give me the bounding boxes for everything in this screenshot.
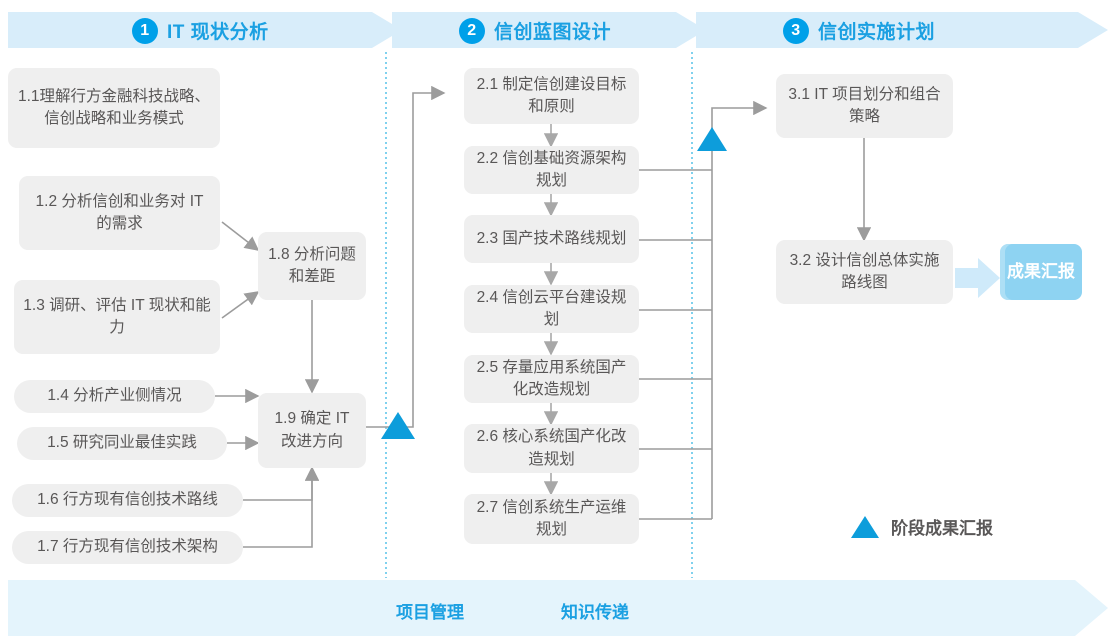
footer-label-knowledge-transfer: 知识传递 xyxy=(561,603,629,622)
node-3-1[interactable]: 3.1 IT 项目划分和组合策略 xyxy=(776,74,953,138)
node-1-8[interactable]: 1.8 分析问题和差距 xyxy=(258,232,366,300)
edge-1-3-to-1-8 xyxy=(221,291,260,319)
phase-title-3: 信创实施计划 xyxy=(818,22,936,43)
node-1-6[interactable]: 1.6 行方现有信创技术路线 xyxy=(12,484,243,517)
phase-header-3: 3 信创实施计划 xyxy=(783,17,935,44)
legend-milestone: 阶段成果汇报 xyxy=(851,514,993,539)
node-1-9[interactable]: 1.9 确定 IT 改进方向 xyxy=(258,393,366,468)
phase2-collector-bus xyxy=(639,100,768,520)
node-2-7[interactable]: 2.7 信创系统生产运维规划 xyxy=(464,494,639,544)
edge-1-2-to-1-8 xyxy=(221,221,260,251)
phase-header-2: 2 信创蓝图设计 xyxy=(459,17,611,44)
phase-title-1: IT 现状分析 xyxy=(167,22,269,43)
phase-number-3: 3 xyxy=(783,17,809,44)
milestone-triangle-phase2 xyxy=(697,127,727,151)
node-2-2[interactable]: 2.2 信创基础资源架构规划 xyxy=(464,146,639,194)
milestone-triangle-icon xyxy=(851,515,879,538)
node-1-5[interactable]: 1.5 研究同业最佳实践 xyxy=(17,427,227,460)
edge-1-6-to-1-9 xyxy=(243,466,320,501)
node-2-3[interactable]: 2.3 国产技术路线规划 xyxy=(464,215,639,263)
result-arrow-icon xyxy=(955,258,1000,298)
node-2-5[interactable]: 2.5 存量应用系统国产化改造规划 xyxy=(464,355,639,403)
node-1-2[interactable]: 1.2 分析信创和业务对 IT 的需求 xyxy=(19,176,220,250)
node-3-2[interactable]: 3.2 设计信创总体实施路线图 xyxy=(776,240,953,304)
phase-number-2: 2 xyxy=(459,17,485,44)
result-badge[interactable]: 成果汇报 xyxy=(1000,244,1082,300)
edge-1-7-to-1-9 xyxy=(243,466,320,548)
footer-label-project-management: 项目管理 xyxy=(396,603,464,622)
node-2-1[interactable]: 2.1 制定信创建设目标和原则 xyxy=(464,68,639,124)
phase-number-1: 1 xyxy=(132,17,158,44)
node-1-4[interactable]: 1.4 分析产业侧情况 xyxy=(14,380,215,413)
node-1-1[interactable]: 1.1理解行方金融科技战略、信创战略和业务模式 xyxy=(8,68,220,148)
legend-label: 阶段成果汇报 xyxy=(891,519,993,538)
node-2-4[interactable]: 2.4 信创云平台建设规划 xyxy=(464,285,639,333)
phase-header-1: 1 IT 现状分析 xyxy=(132,17,269,44)
edge-1-9-to-2-1 xyxy=(366,85,446,428)
node-1-3[interactable]: 1.3 调研、评估 IT 现状和能力 xyxy=(14,280,220,354)
milestone-triangle-phase1 xyxy=(381,412,415,439)
phase-band-bottom xyxy=(8,580,1108,636)
node-1-7[interactable]: 1.7 行方现有信创技术架构 xyxy=(12,531,243,564)
node-2-6[interactable]: 2.6 核心系统国产化改造规划 xyxy=(464,424,639,473)
phase-title-2: 信创蓝图设计 xyxy=(494,22,612,43)
